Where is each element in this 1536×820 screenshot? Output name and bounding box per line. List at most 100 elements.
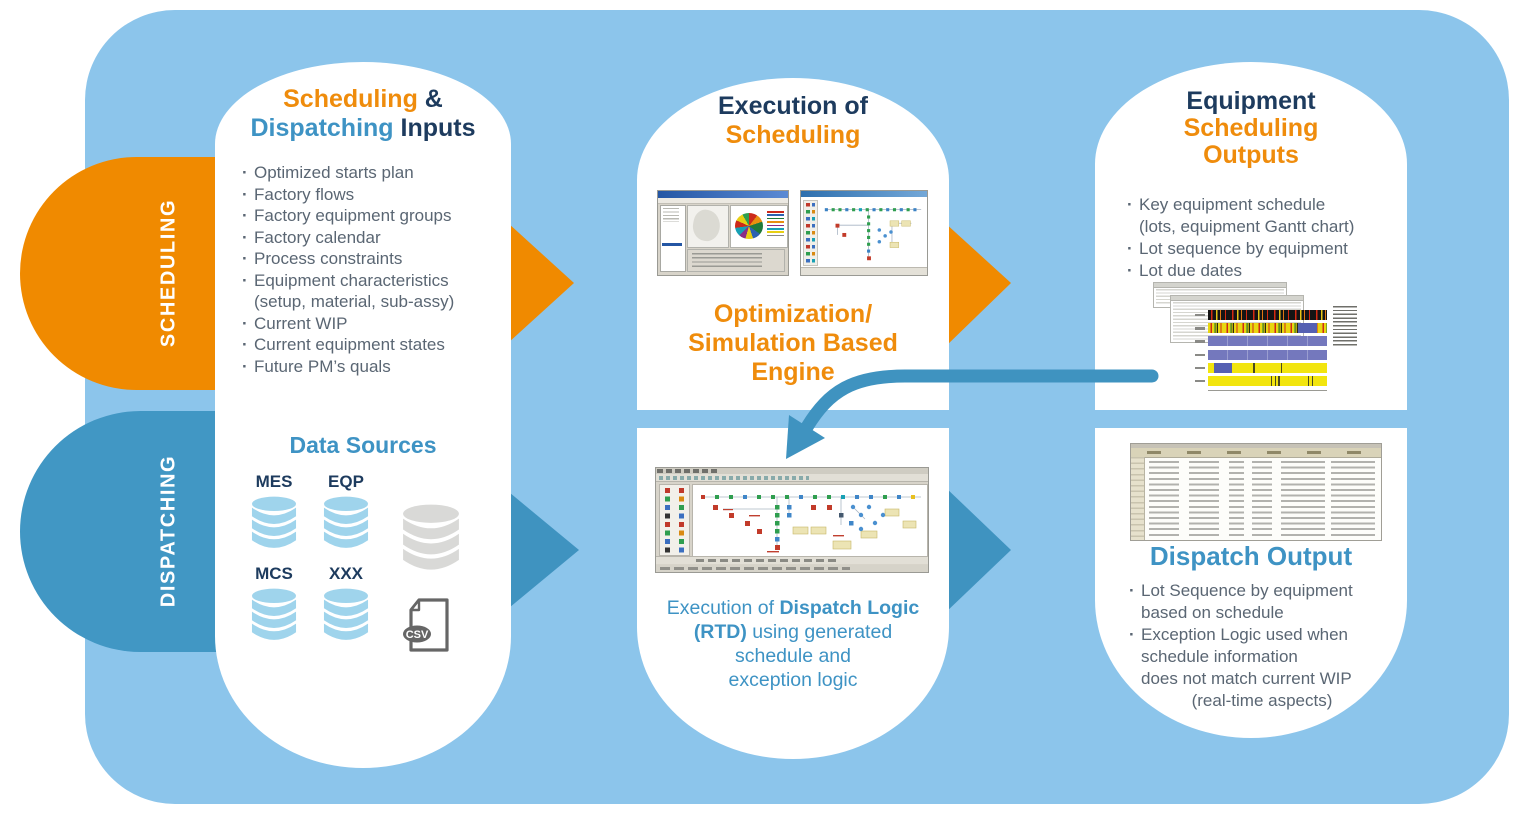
title-dispatching: Dispatching bbox=[250, 114, 394, 142]
bullet-item: Factory flows bbox=[240, 184, 502, 206]
caption-segment: exception logic bbox=[728, 669, 858, 691]
outputs-title: Equipment Scheduling Outputs bbox=[1095, 88, 1407, 169]
db-mcs: MCS bbox=[243, 564, 305, 642]
csv-label: CSV bbox=[406, 629, 429, 641]
title-amp: & bbox=[417, 85, 443, 113]
db-eqp-label: EQP bbox=[328, 472, 364, 491]
window-title-bar bbox=[658, 191, 788, 198]
toolbox-panel bbox=[803, 200, 818, 266]
db-mcs-label: MCS bbox=[255, 564, 293, 583]
pie-chart-panel bbox=[730, 205, 788, 248]
title-scheduling: Scheduling bbox=[283, 85, 418, 113]
bullet-item: Exception Logic used when bbox=[1127, 624, 1397, 646]
table-window-chrome bbox=[1131, 444, 1381, 448]
outputs-line1: Equipment bbox=[1186, 87, 1316, 115]
outputs-line3: Outputs bbox=[1203, 141, 1299, 169]
equipment-gantt bbox=[1193, 310, 1327, 392]
status-bar bbox=[801, 267, 927, 275]
outputs-line2: Scheduling bbox=[1183, 114, 1319, 142]
gantt-bar bbox=[1208, 310, 1327, 320]
bullet-item: Lot Sequence by equipment bbox=[1127, 580, 1397, 602]
bullet-item: Optimized starts plan bbox=[240, 162, 502, 184]
gantt-bar bbox=[1208, 349, 1327, 360]
pie-chart bbox=[735, 213, 763, 239]
bullet-item-continuation: schedule information bbox=[1141, 647, 1298, 666]
gantt-bar bbox=[1208, 336, 1327, 347]
window-title-bar bbox=[801, 191, 927, 197]
db-eqp: EQP bbox=[315, 472, 377, 550]
bullet-item-continuation: (setup, material, sub-assy) bbox=[254, 292, 455, 311]
log-panel bbox=[687, 249, 785, 272]
bullet-item: Lot due dates bbox=[1125, 260, 1395, 282]
engine-line1: Optimization/ bbox=[713, 300, 873, 328]
tree-panel bbox=[660, 205, 686, 272]
execution-line2: Scheduling bbox=[725, 121, 861, 149]
gantt-row-labels bbox=[1193, 310, 1208, 389]
outputs-bullet-list: Key equipment schedule (lots, equipment … bbox=[1125, 194, 1395, 282]
bullet-item: Current equipment states bbox=[240, 334, 502, 356]
db-mes: MES bbox=[243, 472, 305, 550]
gantt-bar bbox=[1208, 323, 1327, 334]
outputs-column-bottom: Dispatch Output Lot Sequence by equipmen… bbox=[1095, 428, 1407, 738]
execution-line1: Execution of bbox=[717, 92, 868, 120]
db-xxx: XXX bbox=[315, 564, 377, 642]
map-panel bbox=[687, 205, 729, 248]
data-sources-title: Data Sources bbox=[289, 432, 437, 458]
flow-canvas bbox=[824, 208, 922, 261]
database-icon bbox=[323, 496, 369, 548]
bullet-item: Current WIP bbox=[240, 313, 502, 335]
engine-title: Optimization/ Simulation Based Engine bbox=[637, 300, 949, 387]
bullet-item: Equipment characteristics bbox=[240, 270, 502, 292]
gantt-rows bbox=[1208, 310, 1327, 389]
window-menu-bar bbox=[658, 198, 788, 204]
inputs-bullet-list: Optimized starts plan Factory flows Fact… bbox=[240, 162, 502, 377]
engine-column-bottom: Execution of Dispatch Logic (RTD) using … bbox=[637, 428, 949, 759]
node-palette-panel bbox=[659, 484, 690, 556]
bullet-item: Factory calendar bbox=[240, 227, 502, 249]
title-inputs: Inputs bbox=[393, 114, 476, 142]
dispatch-flow-canvas bbox=[692, 484, 928, 558]
bullet-item: Future PM’s quals bbox=[240, 356, 502, 378]
db-mes-label: MES bbox=[255, 472, 293, 491]
bullet-item: Process constraints bbox=[240, 248, 502, 270]
caption-segment: schedule and bbox=[734, 645, 851, 667]
table-row-numbers bbox=[1131, 457, 1145, 540]
outputs-column-top: Equipment Scheduling Outputs Key equipme… bbox=[1095, 62, 1407, 410]
engine-column-top: Execution of Scheduling bbox=[637, 78, 949, 410]
scheduler-app-screenshot bbox=[657, 190, 789, 276]
bullet-item-continuation: (lots, equipment Gantt chart) bbox=[1139, 217, 1355, 236]
caption-bold-rtd: (RTD) bbox=[693, 621, 747, 643]
dispatching-tab-label: DISPATCHING bbox=[157, 454, 180, 608]
gantt-axis bbox=[1208, 390, 1327, 392]
dispatch-logic-caption: Execution of Dispatch Logic (RTD) using … bbox=[637, 596, 949, 692]
execution-title: Execution of Scheduling bbox=[637, 92, 949, 150]
gantt-legend bbox=[1333, 306, 1357, 346]
generic-database-icon bbox=[403, 504, 459, 570]
inputs-column: Scheduling & Dispatching Inputs Optimize… bbox=[215, 62, 511, 768]
inputs-column-title: Scheduling & Dispatching Inputs bbox=[215, 85, 511, 143]
csv-file-icon: CSV bbox=[403, 598, 449, 652]
gantt-bar bbox=[1208, 375, 1327, 386]
status-bar-2 bbox=[656, 565, 928, 572]
engine-line3: Engine bbox=[751, 358, 835, 386]
rtd-app-screenshot bbox=[655, 467, 929, 573]
dispatch-output-bullet-list: Lot Sequence by equipment based on sched… bbox=[1127, 580, 1397, 712]
db-xxx-label: XXX bbox=[328, 564, 364, 583]
toolbar bbox=[656, 474, 928, 482]
dispatch-list-table-mockup bbox=[1130, 443, 1382, 541]
table-header-row bbox=[1131, 448, 1381, 458]
bullet-item-continuation: based on schedule bbox=[1141, 603, 1284, 622]
dispatch-output-title: Dispatch Output bbox=[1149, 541, 1353, 571]
database-icon bbox=[323, 588, 369, 640]
scheduling-tab-label: SCHEDULING bbox=[157, 198, 180, 348]
bullet-item-continuation: does not match current WIP bbox=[1141, 669, 1352, 688]
pie-legend bbox=[767, 211, 784, 241]
bullet-item: Key equipment schedule bbox=[1125, 194, 1395, 216]
bullet-item: Lot sequence by equipment bbox=[1125, 238, 1395, 260]
caption-segment: Execution of bbox=[666, 597, 780, 619]
gantt-bar bbox=[1208, 362, 1327, 373]
gantt-chart-mockup bbox=[1143, 282, 1359, 400]
flow-designer-screenshot bbox=[800, 190, 928, 276]
engine-line2: Simulation Based bbox=[688, 329, 898, 357]
database-icon bbox=[251, 588, 297, 640]
